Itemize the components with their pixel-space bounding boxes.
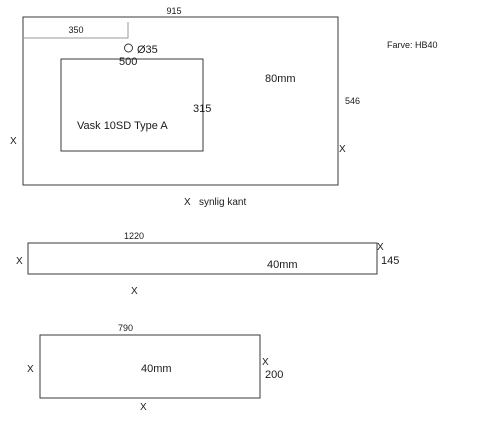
panel-3-width-label: 790 (118, 323, 133, 333)
panel-3-x-bottom: X (140, 402, 147, 413)
panel-2-thickness-label: 40mm (267, 259, 298, 271)
panel-3-height-label: 200 (265, 369, 283, 381)
top-panel-outline (22, 16, 339, 186)
panel-2-width-label: 1220 (124, 231, 144, 241)
top-offset-label: 350 (68, 25, 83, 35)
panel-2-outline (27, 242, 378, 275)
hole-diameter-label: Ø35 (137, 44, 158, 56)
offset-guide-350 (23, 22, 129, 39)
top-x-bottom: X (184, 197, 191, 208)
visible-edge-label: synlig kant (199, 197, 246, 208)
color-note: Farve: HB40 (387, 40, 438, 50)
top-x-left: X (10, 136, 17, 147)
panel-2-x-bottom: X (131, 286, 138, 297)
panel-3-outline (39, 334, 261, 399)
panel-2-x-top-right: X (377, 242, 384, 253)
panel-3-x-right: X (262, 357, 269, 368)
top-width-label: 915 (166, 6, 181, 16)
tap-hole-circle (124, 43, 133, 53)
panel-2-height-label: 145 (381, 255, 399, 267)
sink-cutout-outline (60, 58, 204, 152)
offset-500-label: 500 (119, 56, 137, 68)
panel-3-thickness-label: 40mm (141, 363, 172, 375)
top-x-right: X (339, 144, 346, 155)
top-thickness-label: 80mm (265, 73, 296, 85)
panel-2-x-left: X (16, 256, 23, 267)
panel-3-x-left: X (27, 364, 34, 375)
top-height-label: 546 (345, 96, 360, 106)
sink-name-label: Vask 10SD Type A (77, 120, 168, 132)
sink-depth-label: 315 (193, 103, 211, 115)
